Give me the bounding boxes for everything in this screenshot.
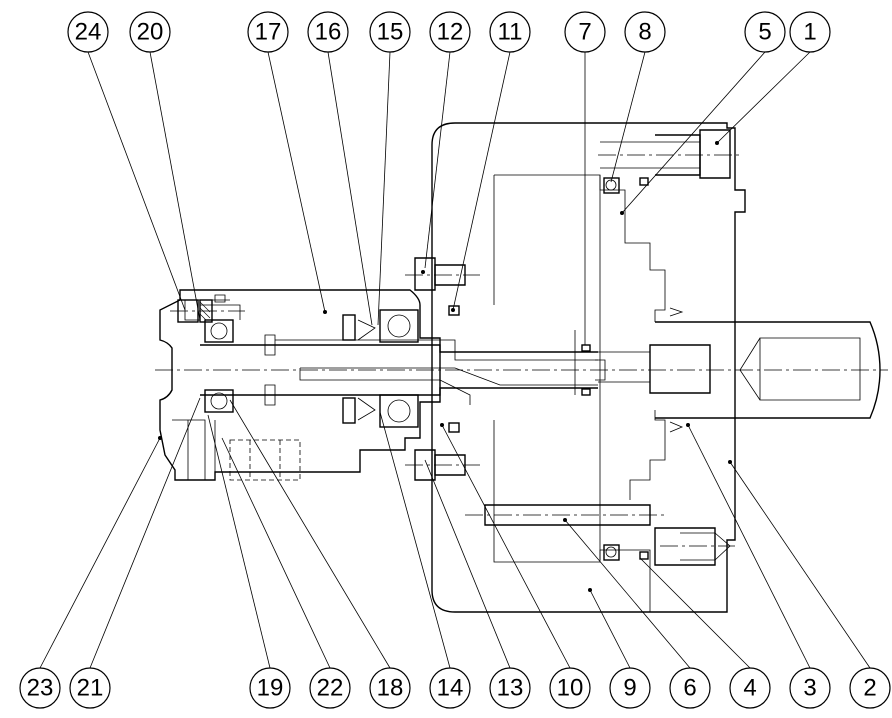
svg-text:3: 3 <box>803 675 816 702</box>
callout-14: 14 <box>429 667 471 709</box>
rotary-joint-body <box>159 289 441 481</box>
rotary-shaft <box>200 334 598 481</box>
bottom-bolt <box>654 527 735 566</box>
callout-19: 19 <box>249 667 291 709</box>
leader-dots <box>158 141 732 592</box>
callout-16: 16 <box>307 11 349 53</box>
svg-text:14: 14 <box>437 675 464 702</box>
callout-10: 10 <box>549 667 591 709</box>
callout-11: 11 <box>489 11 531 53</box>
callout-3: 3 <box>789 667 831 709</box>
callout-7: 7 <box>564 11 606 53</box>
svg-text:8: 8 <box>638 19 651 46</box>
svg-text:22: 22 <box>317 675 344 702</box>
svg-text:5: 5 <box>758 19 771 46</box>
callout-4: 4 <box>729 667 771 709</box>
svg-text:20: 20 <box>137 19 164 46</box>
guide-pin <box>465 504 665 526</box>
seals <box>448 177 649 561</box>
bearings <box>204 309 419 428</box>
svg-text:18: 18 <box>377 675 404 702</box>
svg-text:17: 17 <box>255 19 282 46</box>
callout-23: 23 <box>19 667 61 709</box>
callout-20: 20 <box>129 11 171 53</box>
svg-text:9: 9 <box>623 675 636 702</box>
callout-18: 18 <box>369 667 411 709</box>
callout-13: 13 <box>489 667 531 709</box>
hatched-parts <box>170 299 245 323</box>
svg-text:15: 15 <box>377 19 404 46</box>
callout-8: 8 <box>624 11 666 53</box>
svg-text:10: 10 <box>557 675 584 702</box>
callouts-top: 24 20 17 16 15 12 11 7 8 5 1 <box>67 11 831 53</box>
svg-text:24: 24 <box>75 19 102 46</box>
svg-text:1: 1 <box>803 19 816 46</box>
callout-24: 24 <box>67 11 109 53</box>
callout-12: 12 <box>429 11 471 53</box>
callout-6: 6 <box>669 667 711 709</box>
svg-text:21: 21 <box>77 675 104 702</box>
svg-text:16: 16 <box>315 19 342 46</box>
callout-5: 5 <box>744 11 786 53</box>
svg-text:19: 19 <box>257 675 284 702</box>
svg-text:4: 4 <box>743 675 756 702</box>
svg-text:7: 7 <box>578 19 591 46</box>
top-bolt <box>598 129 740 179</box>
svg-text:23: 23 <box>27 675 54 702</box>
callouts-bottom: 23 21 19 22 18 14 13 10 9 6 4 3 2 <box>19 667 891 709</box>
callout-22: 22 <box>309 667 351 709</box>
svg-text:13: 13 <box>497 675 524 702</box>
svg-text:2: 2 <box>863 675 876 702</box>
main-housing <box>431 122 746 613</box>
callout-1: 1 <box>789 11 831 53</box>
callout-21: 21 <box>69 667 111 709</box>
svg-text:11: 11 <box>498 19 523 46</box>
callout-17: 17 <box>247 11 289 53</box>
callout-15: 15 <box>369 11 411 53</box>
flange-bolts <box>405 257 480 481</box>
svg-text:12: 12 <box>437 19 464 46</box>
svg-text:6: 6 <box>683 675 696 702</box>
leader-lines <box>39 51 871 669</box>
callout-9: 9 <box>609 667 651 709</box>
callout-2: 2 <box>849 667 891 709</box>
